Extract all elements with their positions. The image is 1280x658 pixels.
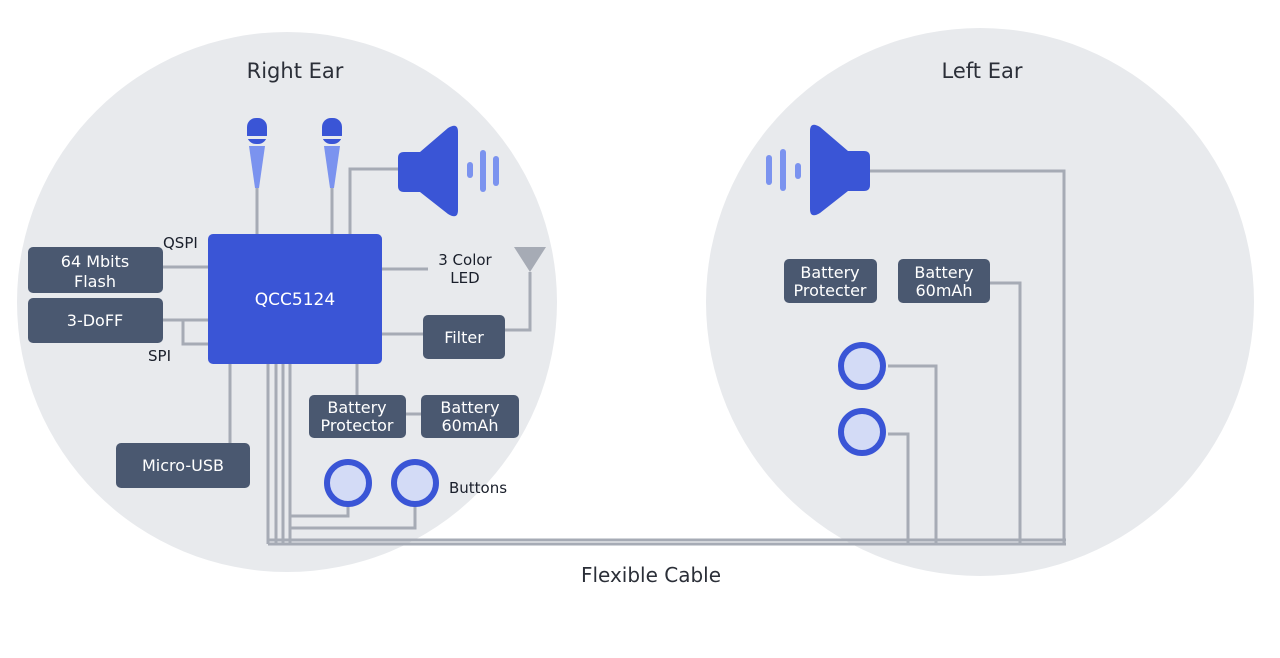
filter-box — [423, 315, 505, 359]
microphone-icon — [322, 118, 342, 188]
microphone-icon — [247, 118, 267, 188]
led-label-line2: LED — [450, 269, 479, 287]
right-battery-line2: 60mAh — [441, 416, 498, 435]
button-icon — [838, 342, 886, 390]
right-battery-box — [421, 395, 519, 438]
button-icon — [391, 459, 439, 507]
left-battery-protector-line1: Battery — [800, 263, 859, 282]
right-battery-line1: Battery — [440, 398, 499, 417]
micro-usb-label: Micro-USB — [142, 456, 224, 475]
led-label-line1: 3 Color — [438, 251, 492, 269]
spi-label: SPI — [148, 347, 171, 365]
micro-usb-box — [116, 443, 250, 488]
speaker-icon — [398, 125, 499, 217]
filter-label: Filter — [444, 328, 484, 347]
chip-label: QCC5124 — [255, 290, 335, 310]
imu-label: 3-DoFF — [67, 311, 123, 330]
left-battery-protector-line2: Protecter — [794, 281, 867, 300]
left-battery-protector-box — [784, 259, 877, 303]
left-battery-line1: Battery — [914, 263, 973, 282]
right-ear-title: Right Ear — [247, 59, 344, 83]
button-icon — [838, 408, 886, 456]
left-battery-line2: 60mAh — [915, 281, 972, 300]
qcc5124-chip — [208, 234, 382, 364]
imu-box — [28, 298, 163, 343]
right-battery-protector-line2: Protector — [321, 416, 394, 435]
flexible-cable-label: Flexible Cable — [581, 563, 721, 587]
antenna-icon — [514, 247, 546, 272]
speaker-icon — [766, 124, 870, 216]
flash-memory-box — [28, 247, 163, 293]
flash-label-line1: 64 Mbits — [61, 252, 129, 271]
left-battery-box — [898, 259, 990, 303]
button-icon — [324, 459, 372, 507]
right-battery-protector-box — [309, 395, 406, 438]
flash-label-line2: Flash — [74, 272, 116, 291]
left-ear-title: Left Ear — [942, 59, 1023, 83]
right-battery-protector-line1: Battery — [327, 398, 386, 417]
right-ear-wires — [163, 167, 1066, 546]
buttons-label: Buttons — [449, 479, 507, 497]
left-ear-wires — [870, 169, 1066, 544]
qspi-label: QSPI — [163, 234, 198, 252]
